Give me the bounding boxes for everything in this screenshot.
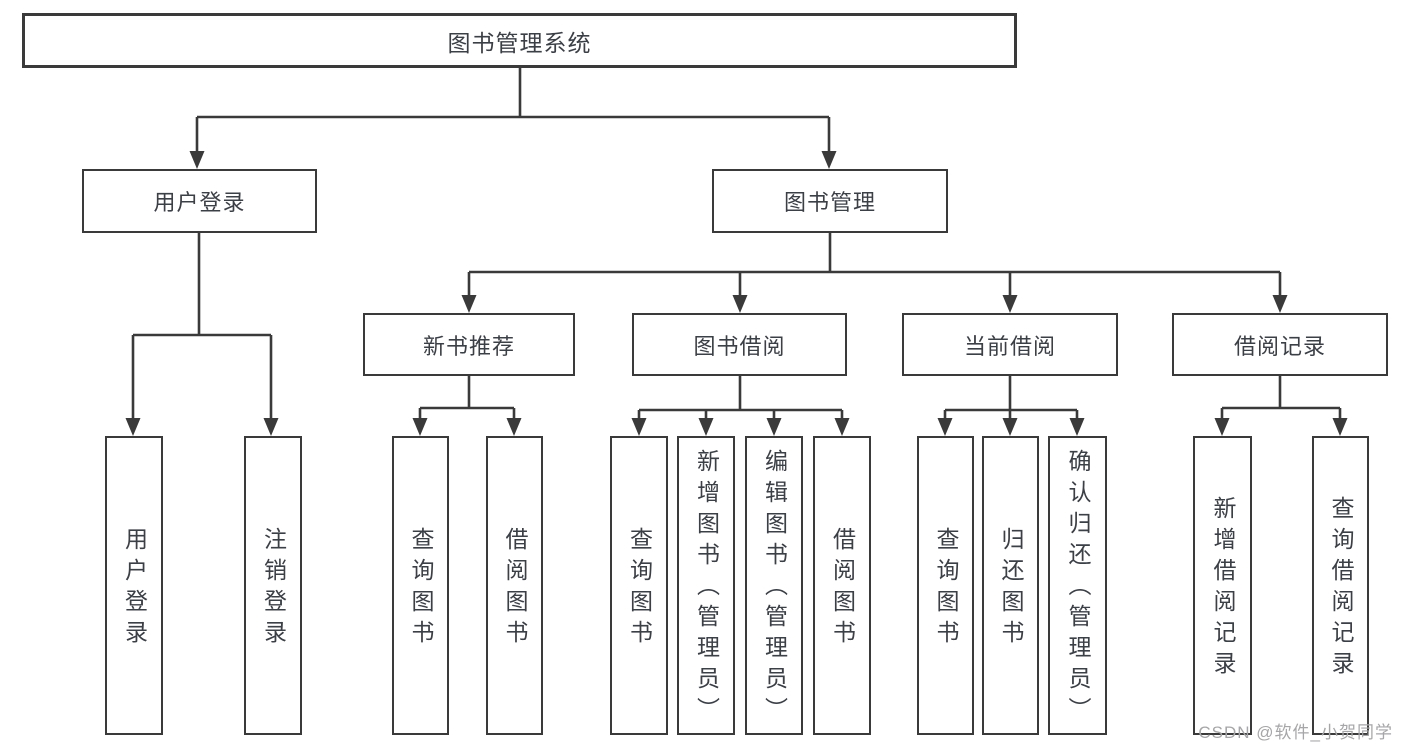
node-current-borrowing: 当前借阅 — [902, 313, 1118, 376]
leaf-confirm-return-admin: 确认归还（管理员） — [1048, 436, 1107, 735]
leaf-borrow-books-borrowing: 借阅图书 — [813, 436, 871, 735]
leaf-add-borrow-record: 新增借阅记录 — [1193, 436, 1252, 735]
leaf-edit-book-admin: 编辑图书（管理员） — [745, 436, 803, 735]
leaf-add-book-admin: 新增图书（管理员） — [677, 436, 735, 735]
leaf-user-login: 用户登录 — [105, 436, 163, 735]
arrowheads — [125, 151, 1348, 436]
node-book-borrowing: 图书借阅 — [632, 313, 847, 376]
leaf-query-books-current: 查询图书 — [917, 436, 974, 735]
leaf-query-books-borrowing: 查询图书 — [610, 436, 668, 735]
node-user-login: 用户登录 — [82, 169, 317, 233]
leaf-logout: 注销登录 — [244, 436, 302, 735]
leaf-query-borrow-record: 查询借阅记录 — [1312, 436, 1369, 735]
node-borrowing-records: 借阅记录 — [1172, 313, 1388, 376]
leaf-borrow-books-recommend: 借阅图书 — [486, 436, 543, 735]
node-library-management-system: 图书管理系统 — [22, 13, 1017, 68]
csdn-watermark: CSDN @软件_小贺同学 — [1198, 723, 1393, 742]
node-new-book-recommendation: 新书推荐 — [363, 313, 575, 376]
leaf-query-books-recommend: 查询图书 — [392, 436, 449, 735]
leaf-return-book: 归还图书 — [982, 436, 1039, 735]
node-book-management: 图书管理 — [712, 169, 948, 233]
